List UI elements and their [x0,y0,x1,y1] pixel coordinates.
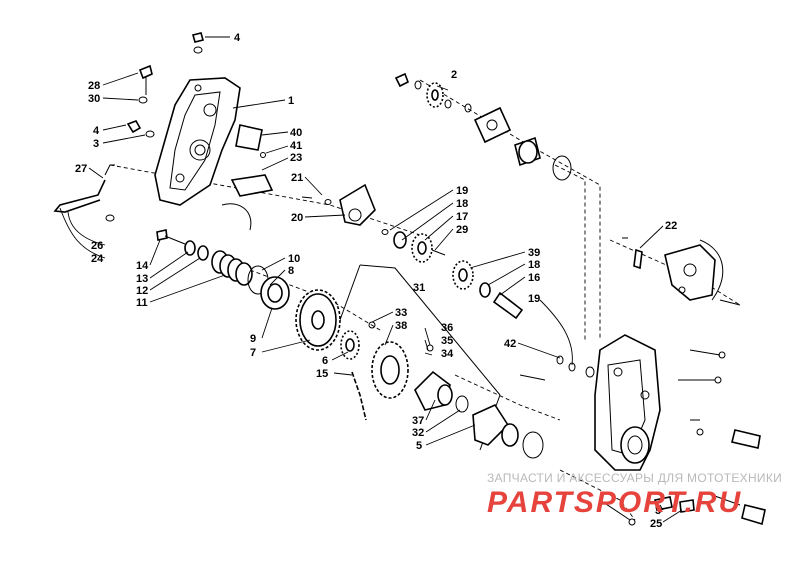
watermark-logo: PARTSPORT.RU [487,486,742,519]
callout-19-mid: 19 [528,293,540,305]
callout-30: 30 [88,93,100,105]
callout-9: 9 [250,333,256,345]
callout-15: 15 [316,368,328,380]
callout-38: 38 [395,320,407,332]
callout-36: 36 [441,322,453,334]
callout-41: 41 [290,140,302,152]
callout-13: 13 [136,273,148,285]
callout-6: 6 [322,355,328,367]
watermark: ЗАПЧАСТИ И АКСЕССУАРЫ ДЛЯ МОТОТЕХНИКИ PA… [487,471,782,519]
callout-3-left: 3 [93,138,99,150]
callout-27: 27 [75,163,87,175]
callout-29: 29 [456,224,468,236]
center-gear-cluster [301,183,524,413]
callout-26: 26 [91,240,103,252]
callout-25: 25 [650,518,662,530]
watermark-tagline: ЗАПЧАСТИ И АКСЕССУАРЫ ДЛЯ МОТОТЕХНИКИ [487,471,782,485]
lower-chaincase-housing [594,334,766,526]
callout-23: 23 [290,152,302,164]
callout-17: 17 [456,211,468,223]
callout-12: 12 [136,285,148,297]
callout-16: 16 [528,272,540,284]
callout-28: 28 [88,80,100,92]
callout-10: 10 [288,253,300,265]
callout-4-top: 4 [234,32,241,44]
callout-11: 11 [136,297,148,309]
callout-8: 8 [288,265,294,277]
callout-32: 32 [412,427,424,439]
callout-31: 31 [413,282,425,294]
spring-bearing-sprocket-stack [156,229,367,421]
callout-39: 39 [528,247,540,259]
callout-18-mid: 18 [528,259,540,271]
callout-33: 33 [395,307,407,319]
callout-7: 7 [250,347,256,359]
callout-37: 37 [412,415,424,427]
leader-lines [59,36,683,523]
callout-42: 42 [504,338,516,350]
callout-19-top: 19 [456,185,468,197]
callout-1: 1 [288,95,294,107]
callout-35: 35 [441,335,453,347]
callout-2: 2 [451,69,457,81]
callout-3-bottom: 3 [655,505,661,517]
callout-labels: 4 1 28 30 4 3 40 41 23 27 26 24 14 13 12… [75,32,677,530]
tensioner-bracket [622,237,741,306]
callout-4-left: 4 [93,125,100,137]
upper-right-shaft-parts [394,72,572,181]
callout-18-top: 18 [456,198,468,210]
callout-5: 5 [416,440,422,452]
callout-21: 21 [291,172,303,184]
callout-14: 14 [136,260,149,272]
callout-40: 40 [290,127,302,139]
callout-22: 22 [665,220,677,232]
small-hardware-upper-left [53,32,274,231]
callout-20: 20 [291,212,303,224]
output-bearing-seal [472,355,595,459]
callout-24: 24 [91,253,104,265]
upper-chaincase-cover [154,77,241,206]
callout-34: 34 [441,348,454,360]
